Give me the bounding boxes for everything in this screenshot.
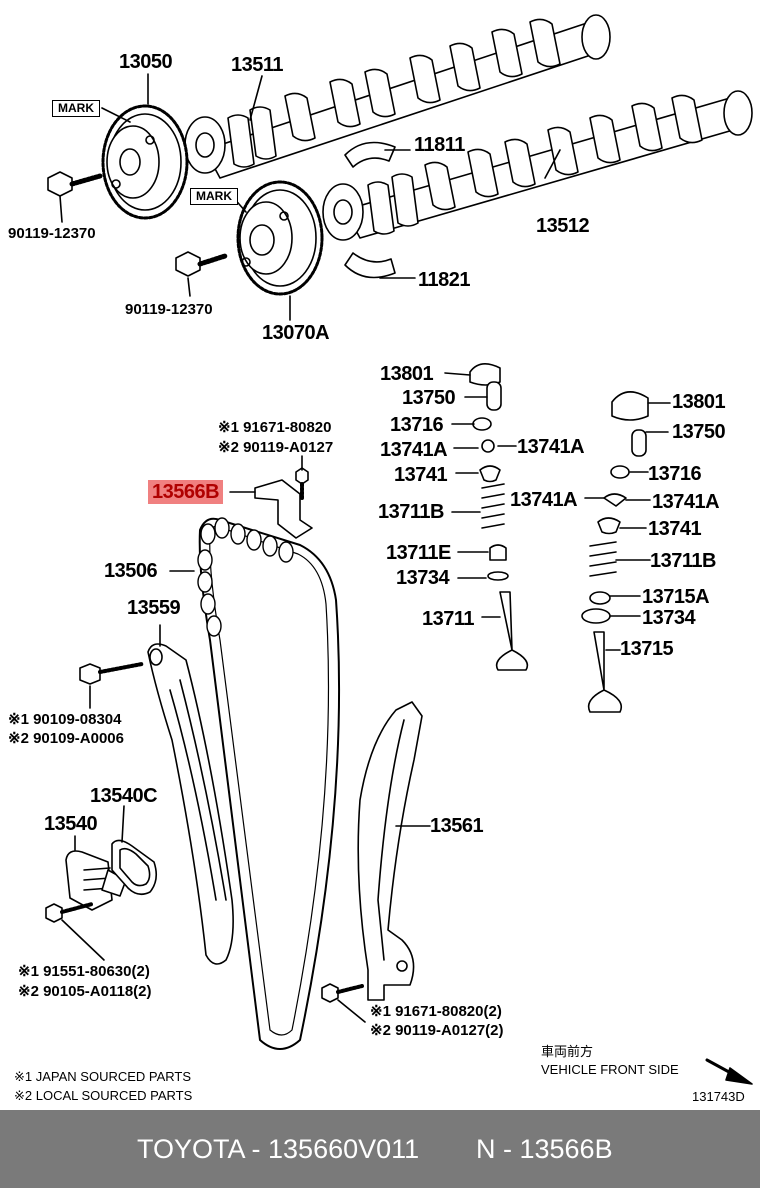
label-13734-right: 13734 xyxy=(642,607,696,629)
label-11821: 11821 xyxy=(418,269,471,291)
label-13540c: 13540C xyxy=(90,785,158,807)
footer-part-number: TOYOTA - 135660V011 xyxy=(137,1134,420,1164)
sprocket-13070a xyxy=(236,180,324,296)
label-tensioner-bolt-2: ※2 90105-A0118(2) xyxy=(18,983,152,1000)
label-13801-right: 13801 xyxy=(672,391,726,413)
label-13750-right: 13750 xyxy=(672,421,726,443)
label-guide2-bolt-2: ※2 90119-A0127(2) xyxy=(370,1022,504,1039)
footer-part-code: N - 13566B xyxy=(476,1134,613,1164)
valve-train-left xyxy=(444,363,529,671)
footer-bar: TOYOTA - 135660V011 N - 13566B xyxy=(0,1110,760,1188)
arrow-head-icon xyxy=(725,1067,753,1085)
label-13506: 13506 xyxy=(104,560,158,582)
gasket-13540c xyxy=(111,805,158,896)
label-arm-bolt-2: ※2 90109-A0006 xyxy=(8,730,124,747)
timing-chain-13506 xyxy=(169,517,341,1050)
label-13801-left: 13801 xyxy=(380,363,434,385)
sprocket-13050 xyxy=(101,104,189,220)
label-13741a-right-a: 13741A xyxy=(510,489,578,511)
drawing-number: 131743D xyxy=(692,1089,745,1104)
label-13716-left: 13716 xyxy=(390,414,444,436)
note-local-sourced: ※2 LOCAL SOURCED PARTS xyxy=(14,1088,193,1103)
label-13741a-left-b: 13741A xyxy=(517,436,585,458)
label-guide-bolt-2: ※2 90119-A0127 xyxy=(218,439,334,456)
bolt-91551 xyxy=(45,902,105,961)
label-13741-right: 13741 xyxy=(648,518,702,540)
front-side-en: VEHICLE FRONT SIDE xyxy=(541,1062,679,1077)
label-13512: 13512 xyxy=(536,215,590,237)
label-tensioner-bolt-1: ※1 91551-80630(2) xyxy=(18,963,150,980)
label-13716-right: 13716 xyxy=(648,463,702,485)
bolt-91671 xyxy=(321,983,366,1023)
label-13734-left: 13734 xyxy=(396,567,450,589)
label-bolt-lower: 90119-12370 xyxy=(125,301,213,318)
note-japan-sourced: ※1 JAPAN SOURCED PARTS xyxy=(14,1069,192,1084)
diagram-drawing xyxy=(45,14,753,1085)
highlighted-part-13566b[interactable]: 13566B xyxy=(148,480,224,504)
bolt-90119-12370-lower xyxy=(175,251,228,277)
bolt-90119-12370-upper xyxy=(47,171,103,197)
valve-train-right xyxy=(581,391,671,713)
bolt-90109 xyxy=(79,662,144,709)
label-13070a: 13070A xyxy=(262,322,330,344)
label-bolt-upper: 90119-12370 xyxy=(8,225,96,242)
label-13050: 13050 xyxy=(119,51,173,73)
label-13715a: 13715A xyxy=(642,586,710,608)
parts-diagram: 13050 13511 MARK MARK 11811 13512 90119-… xyxy=(8,14,753,1104)
chain-guide-13566b xyxy=(229,455,313,539)
mark-box-upper: MARK xyxy=(52,100,100,118)
front-side-jp: 車両前方 xyxy=(541,1044,594,1059)
label-13540: 13540 xyxy=(44,813,98,835)
label-13711e: 13711E xyxy=(386,542,451,564)
chain-guide-13561 xyxy=(357,701,431,1001)
bearing-11811 xyxy=(344,141,396,168)
label-13741-left: 13741 xyxy=(394,464,448,486)
label-13741a-left-a: 13741A xyxy=(380,439,448,461)
mark-box-lower: MARK xyxy=(190,188,238,206)
camshaft-13511 xyxy=(184,14,611,179)
label-arm-bolt-1: ※1 90109-08304 xyxy=(8,711,122,728)
label-11811: 11811 xyxy=(414,134,465,156)
label-13715: 13715 xyxy=(620,638,674,660)
label-guide-bolt-1: ※1 91671-80820 xyxy=(218,419,332,436)
bearing-11821 xyxy=(344,252,396,279)
label-13511: 13511 xyxy=(231,54,284,76)
label-13559: 13559 xyxy=(127,597,181,619)
label-13741a-right-b: 13741A xyxy=(652,491,720,513)
label-13561: 13561 xyxy=(430,815,484,837)
tensioner-13540 xyxy=(65,835,127,911)
label-13711b-right: 13711B xyxy=(650,550,716,572)
tensioner-arm-13559 xyxy=(147,624,234,965)
label-13711: 13711 xyxy=(422,608,475,630)
label-13711b-left: 13711B xyxy=(378,501,444,523)
label-13750-left: 13750 xyxy=(402,387,456,409)
camshaft-13512 xyxy=(322,90,753,241)
label-guide2-bolt-1: ※1 91671-80820(2) xyxy=(370,1003,502,1020)
